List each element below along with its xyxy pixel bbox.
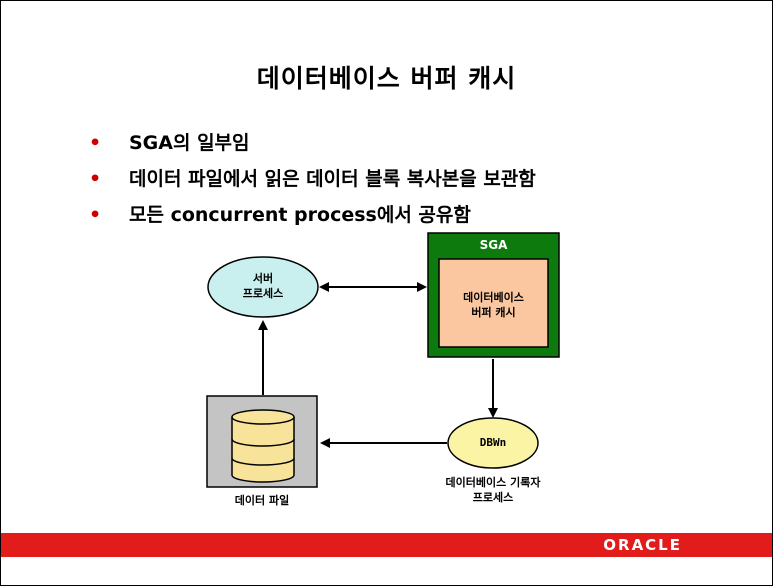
bullet-text: SGA의 일부임 — [129, 132, 250, 154]
bullet-icon: • — [89, 168, 102, 190]
bullet-text: 모든 concurrent process에서 공유함 — [129, 204, 471, 226]
server-process-ellipse — [207, 256, 319, 318]
dbwn-caption-line2: 프로세스 — [472, 491, 514, 504]
bullet-icon: • — [89, 132, 102, 154]
server-process-line1: 서버 — [252, 272, 274, 285]
buffer-cache-box — [438, 258, 549, 348]
oracle-logo: ORACLE — [603, 536, 682, 554]
bullet-icon: • — [89, 204, 102, 226]
slide-title: 데이터베이스 버퍼 캐시 — [256, 64, 517, 93]
dbwn-ellipse — [447, 417, 539, 469]
buffer-cache-line1: 데이터베이스 — [463, 291, 524, 304]
bullet-item: • SGA의 일부임 — [89, 129, 536, 165]
dbwn-caption-line1: 데이터베이스 기록자 — [445, 476, 541, 489]
buffer-cache-line2: 버퍼 캐시 — [471, 306, 516, 319]
dbwn-label: DBWn — [479, 436, 507, 449]
bullet-list: • SGA의 일부임 • 데이터 파일에서 읽은 데이터 블록 복사본을 보관함… — [89, 129, 536, 237]
server-process-label: 서버 프로세스 — [213, 271, 313, 301]
bullet-item: • 모든 concurrent process에서 공유함 — [89, 201, 536, 237]
datafile-caption: 데이터 파일 — [234, 494, 290, 507]
footer-bar — [1, 533, 772, 557]
sga-label: SGA — [479, 238, 508, 252]
database-cylinder-icon — [231, 409, 295, 483]
server-process-line2: 프로세스 — [242, 287, 284, 300]
buffer-cache-label: 데이터베이스 버퍼 캐시 — [439, 290, 548, 320]
bullet-item: • 데이터 파일에서 읽은 데이터 블록 복사본을 보관함 — [89, 165, 536, 201]
dbwn-caption: 데이터베이스 기록자 프로세스 — [418, 475, 568, 505]
bullet-text: 데이터 파일에서 읽은 데이터 블록 복사본을 보관함 — [129, 168, 536, 190]
